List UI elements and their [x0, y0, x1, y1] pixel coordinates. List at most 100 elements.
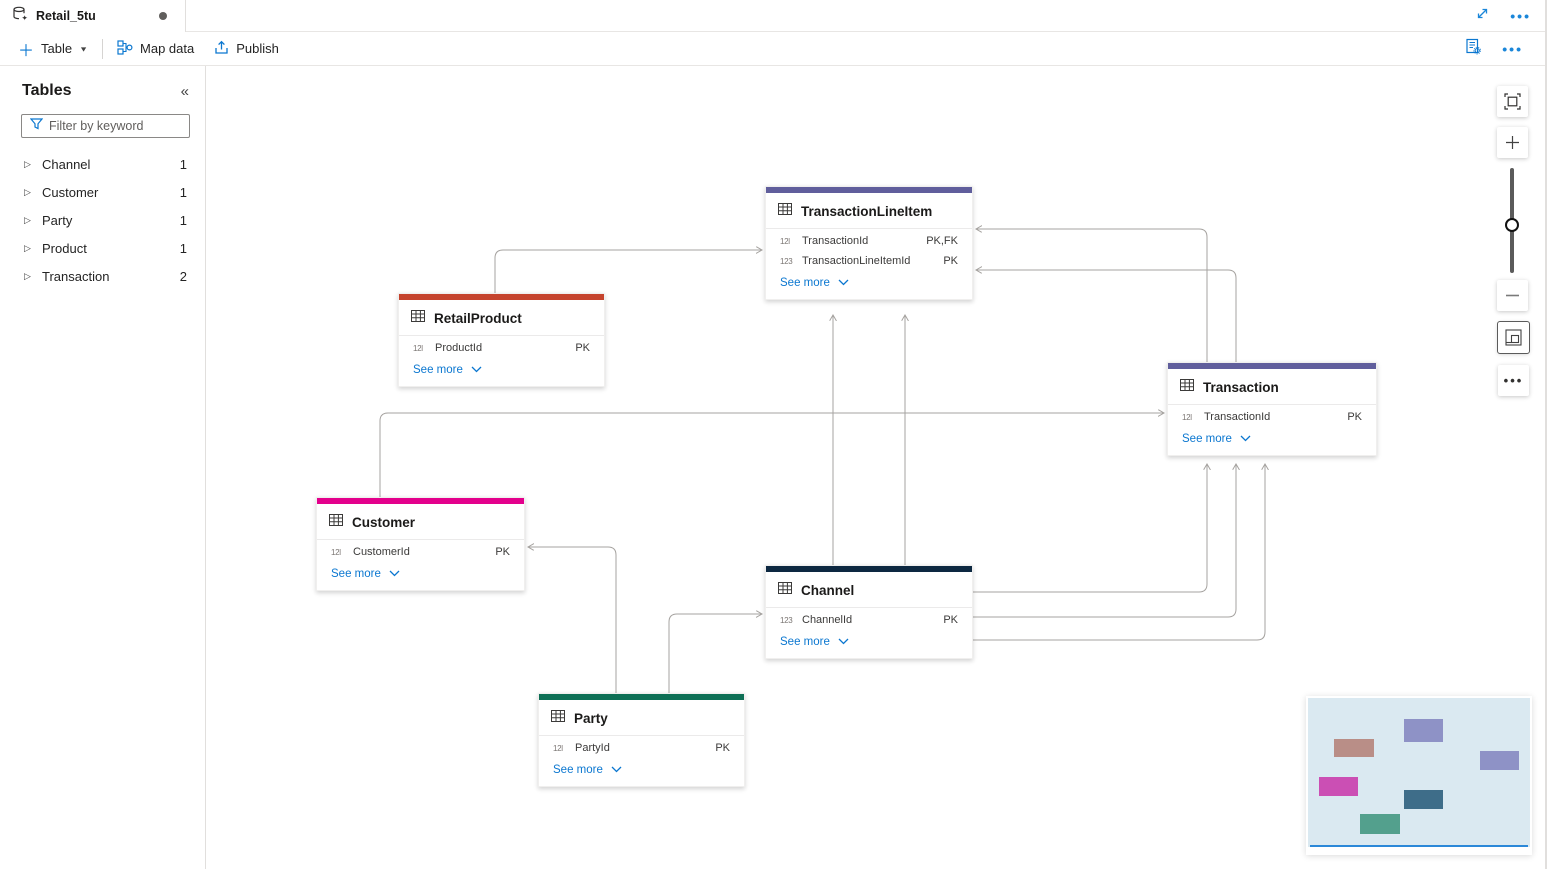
relationship-channel-transaction-1[interactable] — [973, 464, 1207, 593]
relationship-channel-transaction-3[interactable] — [973, 464, 1265, 641]
relationship-transaction-transactionlineitem-2[interactable] — [976, 270, 1237, 362]
zoom-out-button[interactable] — [1497, 280, 1528, 311]
field-row[interactable]: 12l TransactionId PK,FK — [766, 229, 972, 249]
more-actions-icon[interactable]: ••• — [1510, 7, 1531, 24]
relationship-retailproduct-transactionlineitem[interactable] — [494, 250, 762, 293]
properties-icon[interactable] — [1465, 38, 1482, 60]
relationship-transaction-transactionlineitem-1[interactable] — [976, 229, 1208, 362]
table-card-retailproduct[interactable]: RetailProduct 12l ProductId PK See more — [398, 293, 605, 387]
add-table-button[interactable]: ＋ Table ▼ — [8, 35, 98, 63]
tab-bar: ✦ Retail_5tu ••• — [0, 0, 1547, 32]
zoom-in-button[interactable] — [1497, 127, 1528, 158]
minimap-rect-customer — [1319, 777, 1358, 796]
sidebar-item-transaction[interactable]: ▷ Transaction 2 — [24, 268, 187, 284]
field-row[interactable]: 12l TransactionId PK — [1168, 405, 1376, 425]
publish-icon — [214, 40, 229, 58]
field-key-label: PK — [715, 742, 730, 754]
minimap-toggle-button[interactable] — [1497, 321, 1530, 354]
sidebar-item-channel[interactable]: ▷ Channel 1 — [24, 156, 187, 172]
map-data-icon — [117, 39, 133, 58]
field-row[interactable]: 12l CustomerId PK — [317, 540, 524, 560]
table-header[interactable]: Party — [539, 700, 744, 736]
toolbar-more-icon[interactable]: ••• — [1502, 40, 1523, 57]
minimap[interactable] — [1306, 696, 1532, 855]
table-card-transactionlineitem[interactable]: TransactionLineItem 12l TransactionId PK… — [765, 186, 973, 300]
fit-to-screen-button[interactable] — [1497, 86, 1528, 117]
field-row[interactable]: 12l PartyId PK — [539, 736, 744, 756]
table-accent-bar — [766, 187, 972, 193]
see-more-link[interactable]: See more — [1168, 425, 1376, 455]
table-card-customer[interactable]: Customer 12l CustomerId PK See more — [316, 497, 525, 591]
collapse-sidebar-icon[interactable]: « — [180, 82, 189, 100]
field-key-label: PK — [1347, 411, 1362, 423]
zoom-slider-knob[interactable] — [1505, 218, 1519, 232]
chevron-down-icon — [389, 568, 400, 580]
tab-retail-5tu[interactable]: ✦ Retail_5tu — [0, 0, 186, 32]
chevron-down-icon — [838, 636, 849, 648]
field-row[interactable]: 12l ProductId PK — [399, 336, 604, 356]
table-card-channel[interactable]: Channel 123 ChannelId PK See more — [765, 565, 973, 659]
numeric-type-icon: 12l — [1182, 412, 1192, 422]
field-row[interactable]: 123 TransactionLineItemId PK — [766, 249, 972, 269]
filter-input-wrapper — [21, 114, 190, 138]
see-more-link[interactable]: See more — [539, 756, 744, 786]
sidebar-item-customer[interactable]: ▷ Customer 1 — [24, 184, 187, 200]
numeric-type-icon: 12l — [331, 547, 341, 557]
canvas-more-button[interactable]: ••• — [1498, 365, 1529, 396]
field-name: CustomerId — [353, 546, 410, 558]
filter-input[interactable] — [49, 119, 181, 133]
table-header[interactable]: TransactionLineItem — [766, 193, 972, 229]
window-right-edge — [1545, 0, 1547, 869]
lake-database-icon: ✦ — [12, 6, 29, 27]
field-row[interactable]: 123 ChannelId PK — [766, 608, 972, 628]
table-header[interactable]: Customer — [317, 504, 524, 540]
table-header[interactable]: Transaction — [1168, 369, 1376, 405]
see-more-link[interactable]: See more — [317, 560, 524, 590]
table-count-badge: 1 — [179, 156, 187, 172]
field-key-label: PK — [575, 342, 590, 354]
table-accent-bar — [1168, 363, 1376, 369]
minimap-area[interactable] — [1308, 698, 1530, 847]
table-grid-icon — [1180, 378, 1194, 396]
table-name: Party — [574, 710, 608, 726]
table-header[interactable]: Channel — [766, 572, 972, 608]
relationship-customer-transaction[interactable] — [379, 413, 1164, 497]
tab-title: Retail_5tu — [36, 9, 96, 23]
table-count-badge: 1 — [179, 240, 187, 256]
sidebar-item-party[interactable]: ▷ Party 1 — [24, 212, 187, 228]
minimap-rect-party — [1360, 814, 1400, 834]
expand-chevron-icon[interactable]: ▷ — [24, 158, 31, 169]
diagram-canvas[interactable]: TransactionLineItem 12l TransactionId PK… — [206, 66, 1547, 869]
expand-chevron-icon[interactable]: ▷ — [24, 214, 31, 225]
expand-chevron-icon[interactable]: ▷ — [24, 186, 31, 197]
see-more-link[interactable]: See more — [766, 628, 972, 658]
toolbar-separator — [102, 38, 104, 59]
chevron-down-icon — [611, 764, 622, 776]
table-card-party[interactable]: Party 12l PartyId PK See more — [538, 693, 745, 787]
field-name: ChannelId — [802, 614, 853, 626]
relationship-channel-transaction-2[interactable] — [973, 464, 1236, 618]
minimap-rect-retailproduct — [1334, 739, 1374, 757]
relationship-party-channel[interactable] — [668, 614, 762, 693]
numeric-type-icon: 12l — [413, 343, 423, 353]
plus-icon: ＋ — [18, 42, 35, 60]
see-more-link[interactable]: See more — [399, 356, 604, 386]
publish-button[interactable]: Publish — [204, 35, 289, 63]
sidebar-item-product[interactable]: ▷ Product 1 — [24, 240, 187, 256]
field-name: TransactionLineItemId — [802, 255, 911, 267]
see-more-link[interactable]: See more — [766, 269, 972, 299]
expand-chevron-icon[interactable]: ▷ — [24, 270, 31, 281]
table-name: TransactionLineItem — [801, 203, 933, 219]
expand-chevron-icon[interactable]: ▷ — [24, 242, 31, 253]
chevron-down-icon — [471, 364, 482, 376]
minimap-rect-transaction — [1480, 751, 1519, 770]
relationship-party-customer[interactable] — [528, 547, 617, 693]
chevron-down-icon — [1240, 433, 1251, 445]
table-header[interactable]: RetailProduct — [399, 300, 604, 336]
map-data-button[interactable]: Map data — [107, 35, 204, 63]
table-card-transaction[interactable]: Transaction 12l TransactionId PK See mor… — [1167, 362, 1377, 456]
tables-sidebar: Tables « ▷ Channel 1 ▷ Customer 1 ▷ Part… — [0, 66, 206, 869]
chevron-down-icon: ▼ — [79, 44, 89, 53]
numeric-type-icon: 123 — [780, 256, 793, 266]
expand-icon[interactable] — [1475, 6, 1490, 26]
